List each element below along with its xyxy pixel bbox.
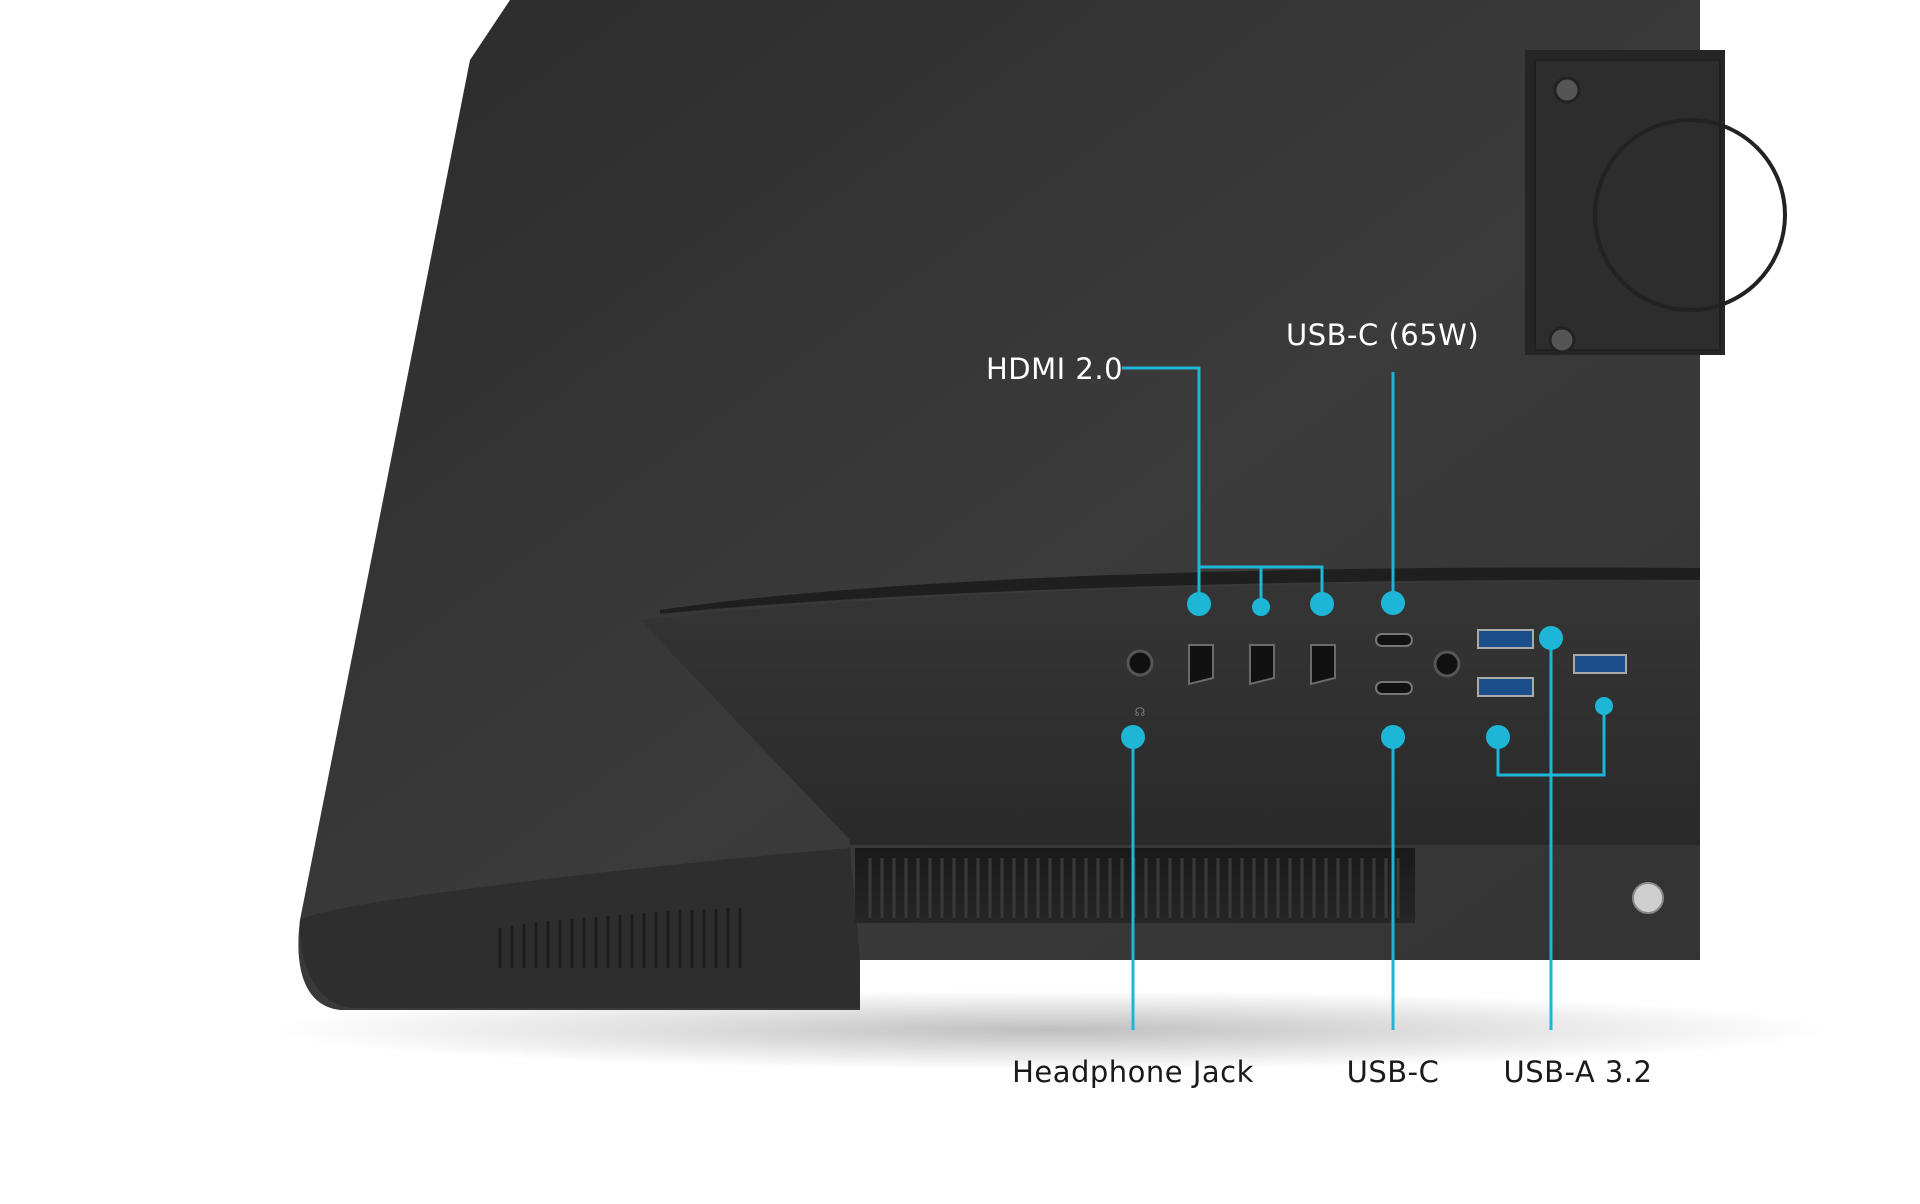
dc-in-port bbox=[1433, 650, 1461, 678]
vesa-mount-ring bbox=[1593, 118, 1787, 312]
usba-ports bbox=[1477, 629, 1627, 697]
hdmi-ports bbox=[1188, 644, 1336, 686]
callout-label-usbc: USB-C bbox=[1346, 1055, 1440, 1089]
io-shoulder-curve bbox=[660, 567, 1700, 614]
headphone-jack-port bbox=[1126, 649, 1154, 677]
callout-label-usbc-65w: USB-C (65W) bbox=[1286, 318, 1480, 352]
usbc-65w-port bbox=[1375, 633, 1413, 647]
vent-slats-main bbox=[868, 858, 1400, 918]
callout-label-headphone-jack: Headphone Jack bbox=[1012, 1055, 1254, 1089]
headphone-icon: ☊ bbox=[1135, 705, 1146, 719]
usbc-port bbox=[1375, 681, 1413, 695]
callout-label-hdmi: HDMI 2.0 bbox=[986, 352, 1124, 386]
callout-dots bbox=[1121, 591, 1613, 749]
io-panel bbox=[640, 581, 1700, 845]
monitor-bottom-lip bbox=[300, 848, 860, 1008]
vesa-mount-plate bbox=[1534, 59, 1721, 351]
callout-lines bbox=[1122, 366, 1606, 1030]
callout-label-usba: USB-A 3.2 bbox=[1503, 1055, 1653, 1089]
mount-screw-icon bbox=[1548, 326, 1576, 354]
mount-screw-icon bbox=[1553, 76, 1581, 104]
vent-slats-left bbox=[498, 908, 742, 968]
power-button[interactable] bbox=[1632, 882, 1664, 914]
